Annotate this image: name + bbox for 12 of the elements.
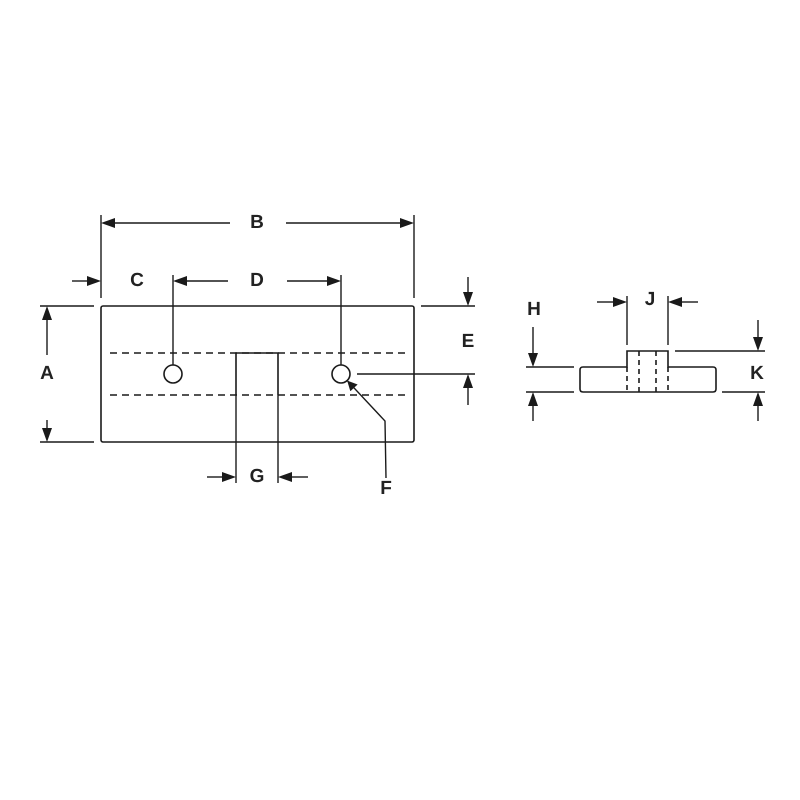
dimension-label: A (40, 363, 54, 385)
dimension-label: G (250, 466, 264, 488)
dimension-label: E (462, 331, 474, 353)
dimension-label: H (527, 299, 541, 321)
hole (331, 364, 351, 384)
leader-line (346, 380, 387, 478)
dimension-label: C (130, 270, 144, 292)
callout-letter: F (380, 478, 392, 500)
dimension-label: B (250, 212, 264, 234)
dimension-label: K (750, 363, 764, 385)
dimension-label: D (250, 270, 264, 292)
dimension-label: J (644, 289, 656, 311)
